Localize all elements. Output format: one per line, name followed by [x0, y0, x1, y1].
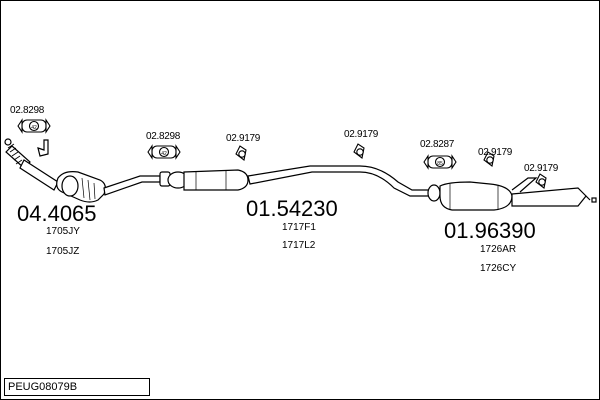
- clamp-badge: 85: [437, 161, 443, 167]
- reference-code-box: PEUG08079B: [4, 378, 150, 396]
- clamp-fitting-1[interactable]: 42: [17, 118, 51, 134]
- rear-silencer-part[interactable]: [427, 177, 597, 211]
- fitting-number: 02.9179: [524, 163, 559, 174]
- rubber-mount-4[interactable]: [535, 173, 547, 189]
- rubber-mount-2[interactable]: [353, 143, 365, 159]
- fitting-number: 02.8298: [10, 105, 45, 116]
- part-ref: 1705JZ: [46, 246, 79, 257]
- rubber-mount-1[interactable]: [235, 145, 247, 161]
- part-ref: 1726CY: [480, 263, 516, 274]
- fitting-number: 02.9179: [226, 133, 261, 144]
- part-ref: 1726AR: [480, 244, 516, 255]
- clamp-fitting-3[interactable]: 85: [423, 154, 457, 170]
- clamp-badge: 42: [31, 125, 37, 131]
- fitting-number: 02.8287: [420, 139, 455, 150]
- part-number: 01.54230: [246, 196, 338, 221]
- clamp-badge: 42: [161, 151, 167, 157]
- fitting-number: 02.8298: [146, 131, 181, 142]
- part-number: 01.96390: [444, 218, 536, 243]
- part-ref: 1717F1: [282, 222, 316, 233]
- clamp-fitting-2[interactable]: 42: [147, 144, 181, 160]
- rubber-mount-3[interactable]: [483, 151, 495, 167]
- fitting-number: 02.9179: [344, 129, 379, 140]
- middle-pipe-part[interactable]: [159, 165, 431, 197]
- part-ref: 1705JY: [46, 226, 80, 237]
- part-number: 04.4065: [17, 201, 97, 226]
- catalytic-converter-part[interactable]: [4, 138, 161, 203]
- part-ref: 1717L2: [282, 240, 316, 251]
- fitting-number: 02.9179: [478, 147, 513, 158]
